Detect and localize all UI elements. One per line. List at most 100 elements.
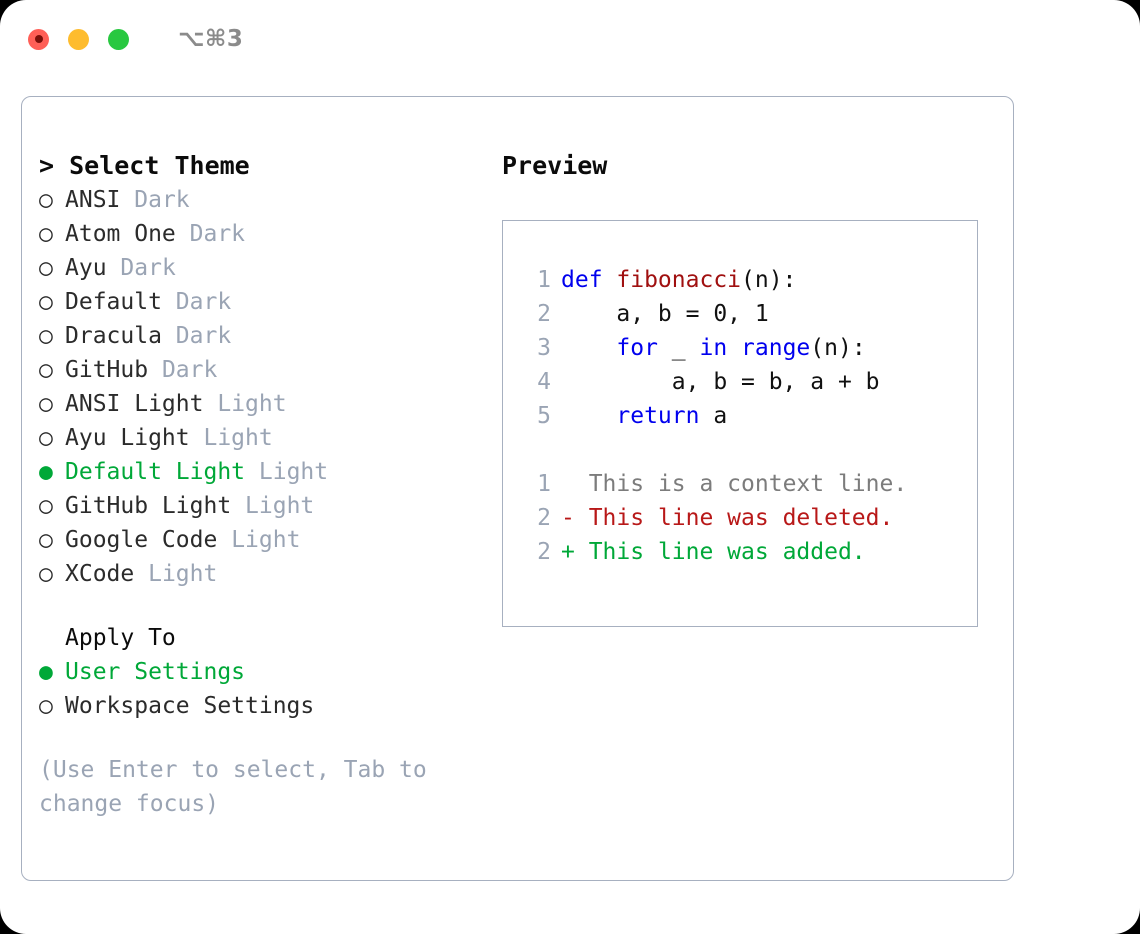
label-gap <box>162 285 176 319</box>
code-line-content: return a <box>561 399 727 433</box>
theme-category-tag: Dark <box>134 187 190 213</box>
code-diff-gap <box>521 433 977 467</box>
apply-to-option[interactable]: ○ Workspace Settings <box>39 689 502 723</box>
code-token: a <box>699 403 728 429</box>
label-gap <box>162 319 176 353</box>
radio-selected-icon[interactable]: ● <box>39 659 53 685</box>
label-gap <box>176 217 190 251</box>
diff-marker: + <box>561 539 589 565</box>
code-token <box>561 403 616 429</box>
radio-unselected-icon[interactable]: ○ <box>39 221 53 247</box>
apply-to-option-label: Workspace Settings <box>65 693 315 719</box>
theme-category-tag: Dark <box>175 323 232 349</box>
diff-line-number: 2 <box>537 539 551 565</box>
theme-list-item[interactable]: ○ GitHub Dark <box>39 353 502 387</box>
theme-list-item[interactable]: ○ANSI Dark <box>39 183 502 217</box>
close-button[interactable] <box>28 28 49 50</box>
theme-list-item[interactable]: ○XCode Light <box>39 557 502 591</box>
radio-unselected-icon[interactable]: ○ <box>39 289 53 315</box>
theme-category-tag: Dark <box>189 221 246 247</box>
radio-selected-icon[interactable]: ● <box>39 459 53 485</box>
theme-list-item[interactable]: ○ Google Code Light <box>39 523 502 557</box>
theme-name: Default Light <box>65 459 246 485</box>
radio-unselected-icon[interactable]: ○ <box>39 323 53 349</box>
code-token <box>727 335 741 361</box>
code-line: 3 for _ in range(n): <box>521 331 977 365</box>
radio-unselected-icon[interactable]: ○ <box>39 527 53 553</box>
theme-name: ANSI Light <box>65 391 204 417</box>
apply-to-option[interactable]: ● User Settings <box>39 655 502 689</box>
select-theme-header: > Select Theme <box>39 151 250 180</box>
title-bar: ⌥⌘3 <box>0 0 1140 78</box>
label-gap <box>245 455 259 489</box>
code-line: 4 a, b = b, a + b <box>521 365 977 399</box>
theme-name: Default <box>65 289 162 315</box>
theme-list-item[interactable]: ○ Dracula Dark <box>39 319 502 353</box>
theme-category-tag: Dark <box>120 255 176 281</box>
window-controls <box>28 28 129 50</box>
theme-name: GitHub Light <box>65 493 232 519</box>
radio-unselected-icon[interactable]: ○ <box>39 255 53 281</box>
theme-list-item[interactable]: ○Default Dark <box>39 285 502 319</box>
label-gap <box>217 523 231 557</box>
theme-name: Google Code <box>65 527 218 553</box>
code-line-number: 5 <box>537 403 551 429</box>
code-token: a, b = 0, 1 <box>561 301 769 327</box>
theme-name: GitHub <box>65 357 149 383</box>
radio-unselected-icon[interactable]: ○ <box>39 493 53 519</box>
keyboard-hint: (Use Enter to select, Tab to change focu… <box>39 757 441 817</box>
radio-unselected-icon[interactable]: ○ <box>39 425 53 451</box>
label-gap <box>203 387 217 421</box>
code-token: range <box>741 335 811 361</box>
radio-unselected-icon[interactable]: ○ <box>39 561 53 587</box>
radio-unselected-icon[interactable]: ○ <box>39 187 53 213</box>
theme-category-tag: Light <box>203 425 273 451</box>
diff-block: 1 This is a context line.2- This line wa… <box>521 467 977 569</box>
theme-category-tag: Dark <box>161 357 218 383</box>
code-line-number: 1 <box>537 267 551 293</box>
theme-list-item[interactable]: ○GitHub Light Light <box>39 489 502 523</box>
theme-list-item[interactable]: ○Ayu Dark <box>39 251 502 285</box>
theme-category-tag: Light <box>217 391 287 417</box>
code-line: 2 a, b = 0, 1 <box>521 297 977 331</box>
apply-to-label: Apply To <box>65 625 176 651</box>
diff-line-content: This line was added. <box>588 539 866 565</box>
code-line-content: a, b = b, a + b <box>561 365 880 399</box>
code-token: (n): <box>810 335 866 361</box>
keyboard-shortcut-label: ⌥⌘3 <box>178 26 244 52</box>
diff-line-content: This line was deleted. <box>588 505 894 531</box>
diff-line-number: 1 <box>537 471 551 497</box>
radio-unselected-icon[interactable]: ○ <box>39 391 53 417</box>
theme-list-item[interactable]: ○Atom One Dark <box>39 217 502 251</box>
radio-unselected-icon[interactable]: ○ <box>39 693 53 719</box>
theme-list-item[interactable]: ○Ayu Light Light <box>39 421 502 455</box>
minimize-button[interactable] <box>68 28 89 50</box>
theme-category-tag: Light <box>148 561 218 587</box>
label-gap <box>148 353 162 387</box>
maximize-button[interactable] <box>108 28 129 50</box>
code-token: def <box>561 267 617 293</box>
theme-list-item[interactable]: ●Default Light Light <box>39 455 502 489</box>
theme-name: Dracula <box>65 323 162 349</box>
diff-marker: - <box>561 505 589 531</box>
main-panel: > Select Theme ○ANSI Dark○Atom One Dark○… <box>21 96 1014 881</box>
code-token: a, b = b, a + b <box>561 369 880 395</box>
theme-category-tag: Light <box>231 527 301 553</box>
theme-list-item[interactable]: ○ ANSI Light Light <box>39 387 502 421</box>
code-line-content: a, b = 0, 1 <box>561 297 769 331</box>
apply-to-option-label: User Settings <box>65 659 246 685</box>
label-gap <box>107 251 121 285</box>
diff-line: 2- This line was deleted. <box>521 501 977 535</box>
radio-unselected-icon[interactable]: ○ <box>39 357 53 383</box>
code-line-content: for _ in range(n): <box>561 331 866 365</box>
code-line-number: 2 <box>537 301 551 327</box>
code-line-number: 4 <box>537 369 551 395</box>
code-token <box>561 335 616 361</box>
code-token: for <box>616 335 658 361</box>
diff-line: 1 This is a context line. <box>521 467 977 501</box>
code-token: fibonacci <box>616 267 742 293</box>
diff-line: 2 + This line was added. <box>521 535 977 569</box>
